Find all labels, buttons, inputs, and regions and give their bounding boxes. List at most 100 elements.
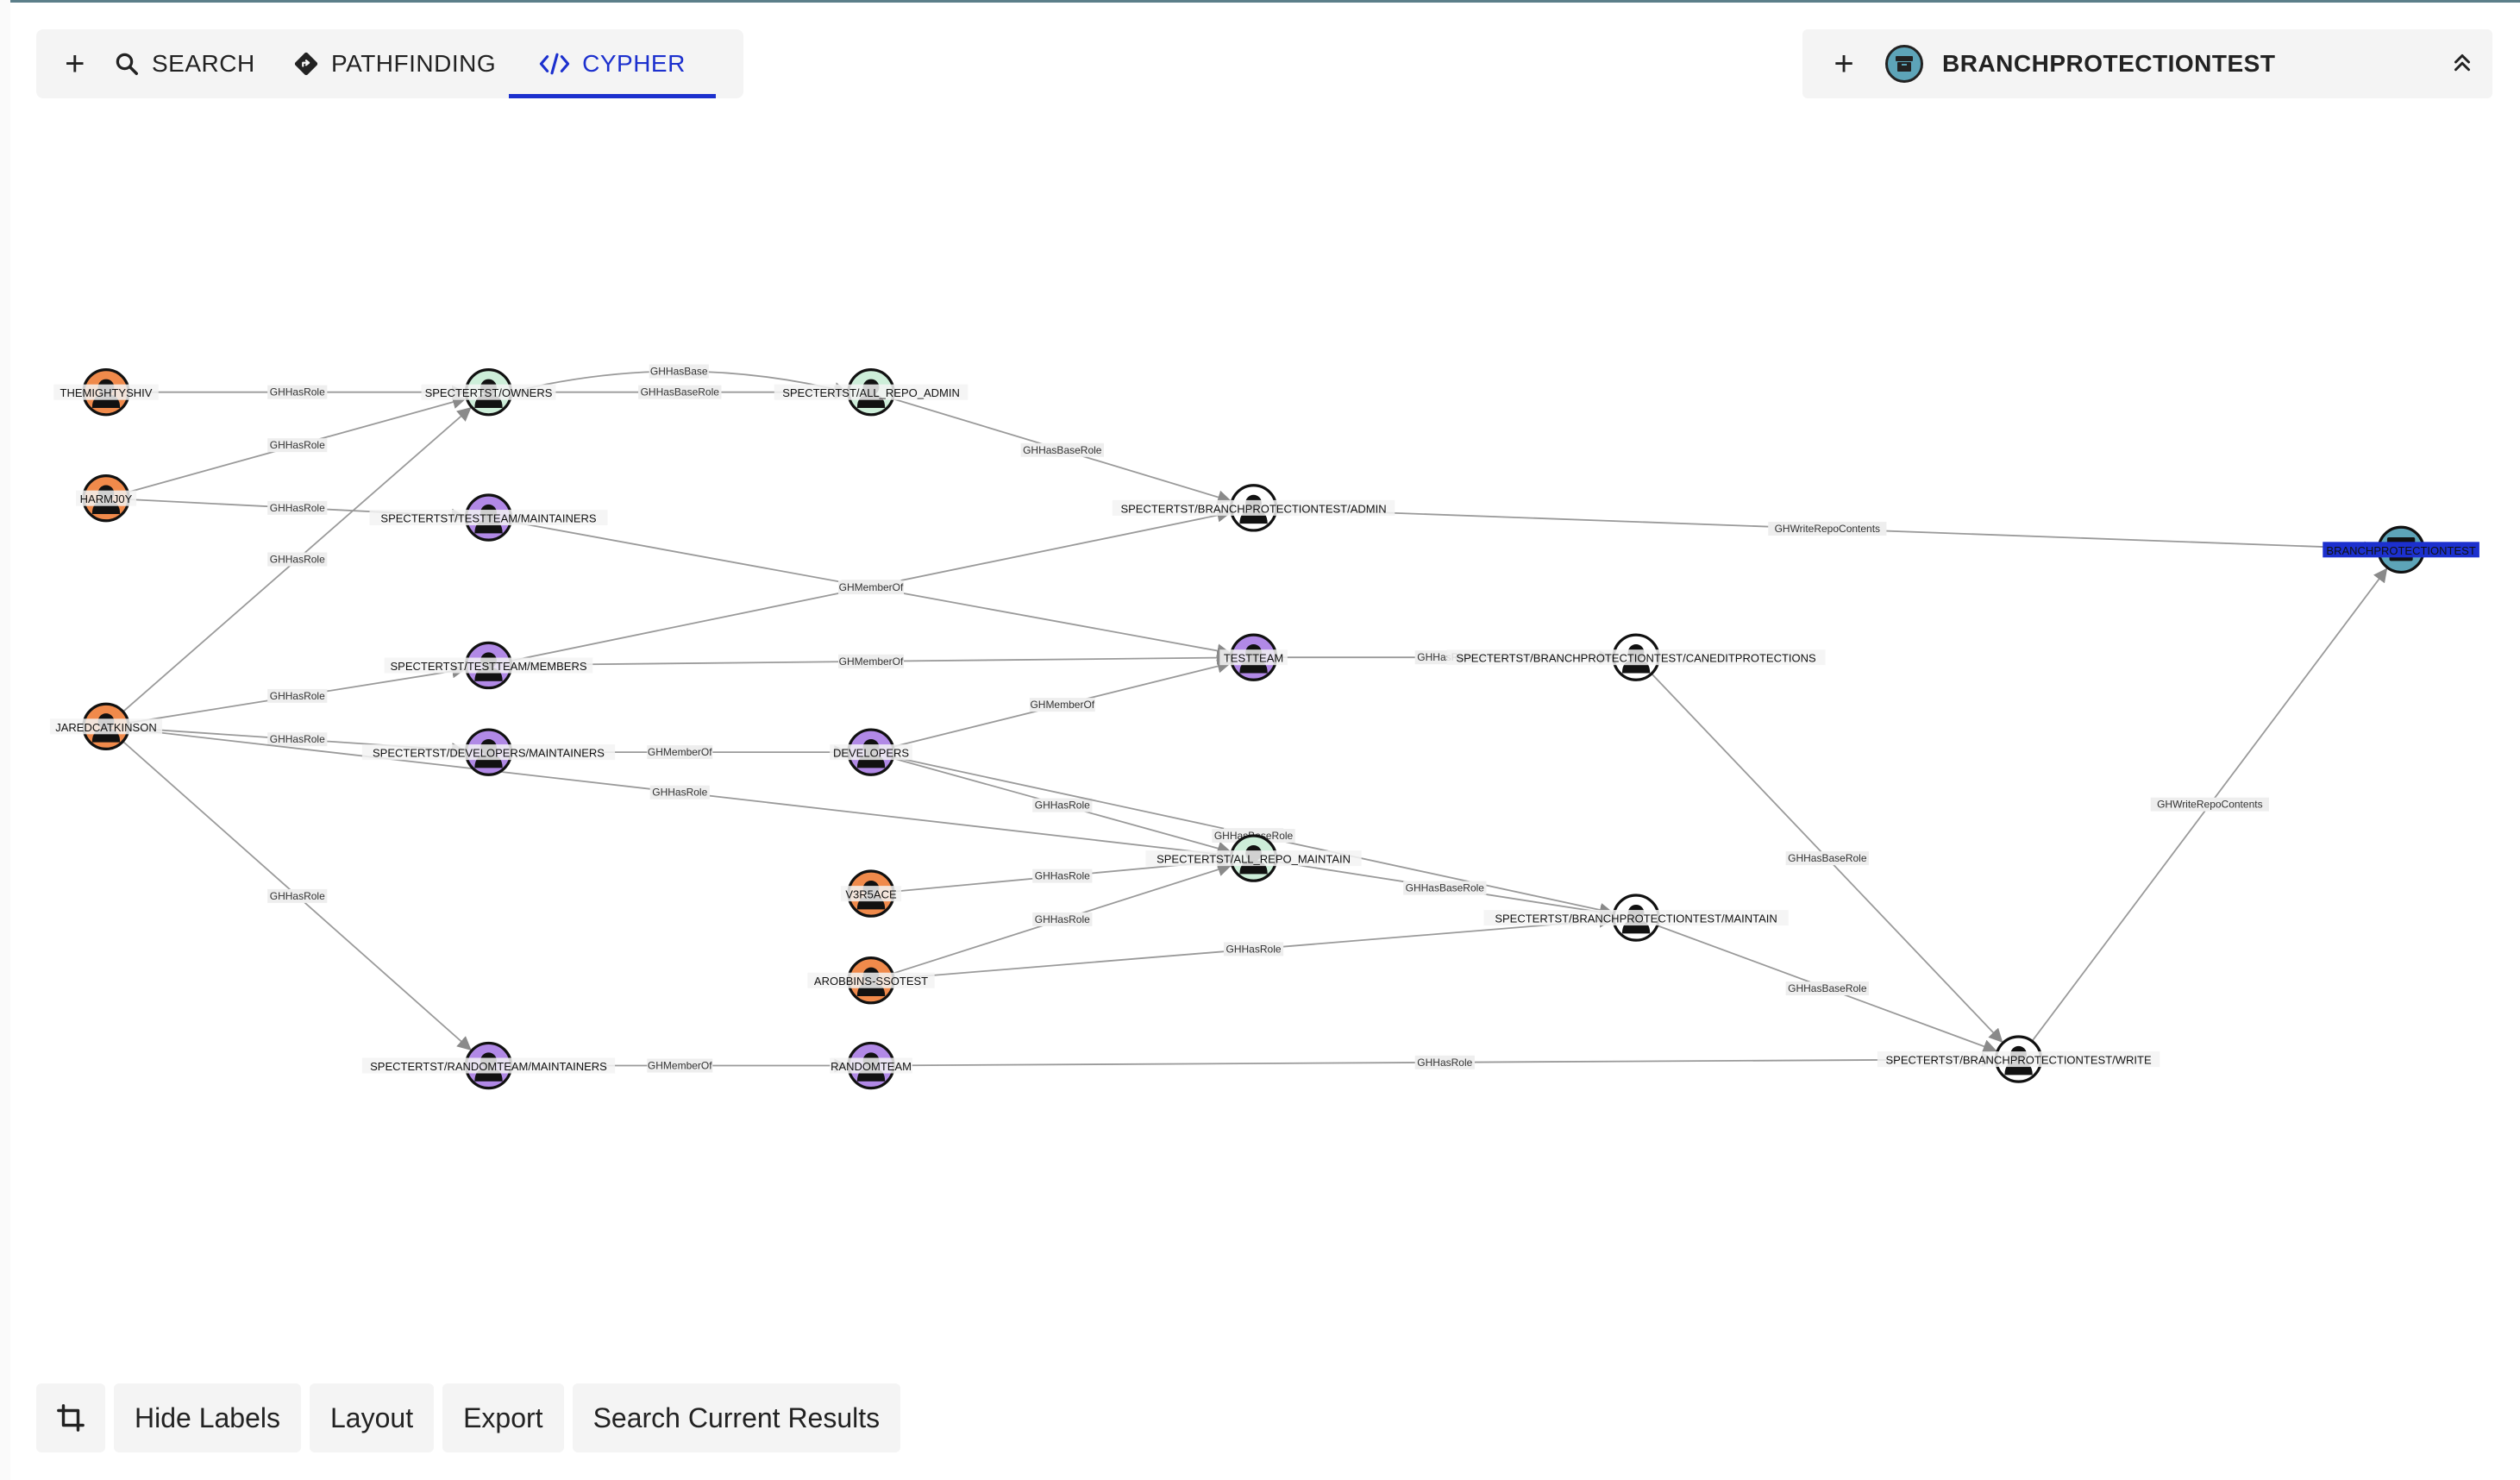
graph-edge[interactable]: GHWriteRepoContents: [1276, 507, 2379, 555]
graph-node[interactable]: BRANCHPROTECTIONTEST: [2323, 525, 2479, 574]
graph-node[interactable]: HARMJ0Y: [75, 474, 137, 523]
edge-label: GHWriteRepoContents: [2157, 799, 2263, 811]
graph-node[interactable]: SPECTERTST/ALL_REPO_ADMIN: [774, 368, 969, 417]
graph-node[interactable]: SPECTERTST/TESTTEAM/MEMBERS: [384, 641, 593, 690]
graph-edge[interactable]: GHHasRole: [122, 740, 472, 1050]
graph-edge[interactable]: GHMemberOf: [511, 650, 1232, 668]
edge-label-bg: [1403, 881, 1487, 895]
tab-pathfinding[interactable]: PATHFINDING: [293, 29, 509, 98]
edge-label: GHHasBaseRole: [1023, 444, 1102, 456]
graph-node[interactable]: SPECTERTST/BRANCHPROTECTIONTEST/WRITE: [1877, 1035, 2160, 1083]
graph-node[interactable]: SPECTERTST/BRANCHPROTECTIONTEST/MAINTAIN: [1483, 894, 1789, 942]
edge-label-bg: [838, 580, 905, 595]
graph-edge[interactable]: GHHasBaseRole: [511, 385, 849, 399]
graph-edge[interactable]: GHHasRole: [129, 385, 467, 399]
node-label-bg: [840, 886, 902, 902]
graph-edge[interactable]: GHWriteRepoContents: [2031, 568, 2388, 1042]
node-label: RANDOMTEAM: [831, 1060, 912, 1073]
tab-cypher[interactable]: CYPHER: [509, 29, 716, 98]
node-label-bg: [2323, 542, 2479, 558]
graph-edge[interactable]: GHHasBaseRole: [892, 398, 1232, 505]
node-label: SPECTERTST/BRANCHPROTECTIONTEST/CANEDITP…: [1456, 652, 1816, 665]
edge-label-bg: [638, 385, 722, 399]
graph-edge[interactable]: GHHasRole: [128, 664, 467, 724]
node-label-bg: [1877, 1051, 2160, 1068]
node-label: TESTTEAM: [1224, 652, 1283, 665]
tab-search[interactable]: SEARCH: [114, 29, 293, 98]
graph-node[interactable]: RANDOMTEAM: [830, 1041, 912, 1090]
graph-edge[interactable]: GHHasRole: [893, 913, 1614, 980]
edge-label: GHHasRole: [1226, 943, 1282, 955]
export-button[interactable]: Export: [442, 1383, 564, 1452]
chevron-double-up-icon: [2454, 53, 2470, 71]
edge-label-bg: [1223, 942, 1284, 956]
graph-node[interactable]: TESTTEAM: [1219, 633, 1288, 681]
edge-label-bg: [267, 552, 328, 567]
graph-node[interactable]: AROBBINS-SSOTEST: [807, 956, 935, 1005]
code-icon: [539, 51, 570, 77]
left-gutter: [0, 0, 10, 1480]
node-label: DEVELOPERS: [833, 747, 909, 760]
edge-label-bg: [838, 654, 905, 668]
graph-edge[interactable]: GHHasRole: [892, 757, 1232, 856]
edge-label: GHMemberOf: [1030, 699, 1094, 711]
graph-node[interactable]: V3R5ACE: [840, 869, 902, 918]
edge-label: GHHasRole: [270, 890, 325, 902]
graph-edge[interactable]: GHHasBase: [511, 364, 849, 397]
graph-edge[interactable]: GHMemberOf: [893, 659, 1232, 748]
node-label: SPECTERTST/BRANCHPROTECTIONTEST/MAINTAIN: [1495, 912, 1777, 925]
edge-label-bg: [1029, 698, 1095, 712]
crop-button[interactable]: [36, 1383, 105, 1452]
graph-edge[interactable]: GHHasBaseRole: [1651, 673, 2003, 1043]
edge-label-bg: [647, 745, 713, 760]
graph-node[interactable]: SPECTERTST/BRANCHPROTECTIONTEST/ADMIN: [1112, 484, 1395, 532]
node-label-bg: [830, 1057, 912, 1074]
graph-node[interactable]: SPECTERTST/RANDOMTEAM/MAINTAINERS: [361, 1041, 616, 1090]
graph-edge[interactable]: GHHasRole: [128, 728, 1232, 862]
node-label-bg: [774, 384, 969, 400]
edge-label: GHHasBaseRole: [641, 386, 720, 398]
search-current-results-button[interactable]: Search Current Results: [572, 1383, 901, 1452]
graph-edge[interactable]: GHHasBaseRole: [1657, 925, 1997, 1053]
layout-button[interactable]: Layout: [310, 1383, 435, 1452]
graph-edge[interactable]: GHMemberOf: [511, 520, 1232, 658]
graph-edge[interactable]: GHHasBaseRole: [1276, 861, 1614, 919]
graph-edge[interactable]: GHHasRole: [892, 862, 1232, 975]
graph-node[interactable]: SPECTERTST/BRANCHPROTECTIONTEST/CANEDITP…: [1446, 633, 1826, 681]
graph-edge[interactable]: GHHasRole: [893, 1052, 1997, 1069]
node-label-bg: [421, 384, 556, 400]
hide-labels-button[interactable]: Hide Labels: [114, 1383, 301, 1452]
graph-node[interactable]: SPECTERTST/ALL_REPO_MAINTAIN: [1145, 834, 1362, 882]
node-label: JAREDCATKINSON: [55, 721, 157, 734]
panel-add-button[interactable]: +: [1834, 44, 1854, 83]
edge-label-bg: [267, 438, 328, 453]
collapse-button[interactable]: [2432, 49, 2492, 79]
graph-node[interactable]: JAREDCATKINSON: [49, 702, 163, 751]
graph-edge[interactable]: GHHasRole: [127, 395, 467, 493]
node-label: SPECTERTST/ALL_REPO_ADMIN: [782, 386, 960, 399]
edge-label-bg: [1785, 981, 1870, 996]
graph-node[interactable]: SPECTERTST/TESTTEAM/MAINTAINERS: [369, 493, 608, 542]
edge-label-bg: [1768, 522, 1887, 536]
edge-label-bg: [267, 732, 328, 747]
node-label-bg: [1483, 910, 1789, 926]
graph-edge[interactable]: GHHasRole: [122, 407, 472, 712]
graph-node[interactable]: DEVELOPERS: [830, 728, 912, 776]
graph-edge[interactable]: GHHasRole: [129, 499, 467, 523]
panel-title: BRANCHPROTECTIONTEST: [1942, 50, 2276, 77]
graph-node[interactable]: SPECTERTST/DEVELOPERS/MAINTAINERS: [361, 728, 616, 776]
edge-label-bg: [267, 688, 328, 703]
edge-label-bg: [647, 1058, 713, 1073]
edge-label: GHMemberOf: [648, 746, 712, 758]
add-query-button[interactable]: +: [65, 44, 85, 83]
edge-label-bg: [2150, 797, 2269, 812]
edge-label: GHHasRole: [1035, 870, 1090, 882]
graph-node[interactable]: SPECTERTST/OWNERS: [421, 368, 556, 417]
tab-search-label: SEARCH: [152, 50, 255, 77]
edge-label: GHHasRole: [270, 386, 325, 398]
repository-icon: [1885, 45, 1923, 83]
node-label-bg: [75, 490, 137, 506]
graph-node[interactable]: THEMIGHTYSHIV: [53, 368, 159, 417]
route-icon: [293, 51, 319, 77]
